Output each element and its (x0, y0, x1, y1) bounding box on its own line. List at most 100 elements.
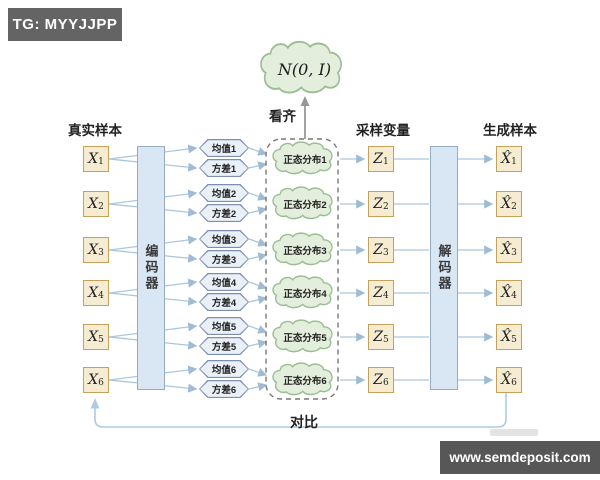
mean-node: 均值3 (199, 230, 249, 248)
mean-label: 均值1 (200, 140, 248, 156)
header-generated-samples: 生成样本 (483, 123, 537, 138)
header-real-samples: 真实样本 (68, 123, 122, 138)
box-label: X̂ (501, 285, 512, 301)
box-sub: 2 (383, 201, 389, 212)
generated-sample-box: X̂4 (496, 280, 522, 306)
generated-sample-box: X̂2 (496, 191, 522, 217)
box-sub: 4 (98, 290, 104, 301)
box-sub: 6 (98, 377, 104, 388)
distribution-label: 正态分布1 (283, 155, 327, 166)
mean-label: 均值2 (200, 185, 248, 201)
variance-label: 方差6 (200, 381, 248, 397)
box-sub: 4 (511, 290, 517, 301)
box-label: Z (373, 242, 383, 258)
normal-distribution-cloud: 正态分布4 (270, 275, 340, 311)
normal-distribution-cloud: 正态分布5 (270, 319, 340, 355)
mean-node: 均值6 (199, 360, 249, 378)
cloud-shape-icon (260, 40, 342, 94)
compare-arrow (90, 390, 507, 428)
box-label: Z (373, 329, 383, 345)
box-label: Z (373, 151, 383, 167)
compare-label: 对比 (290, 414, 318, 430)
box-label: X (88, 285, 99, 301)
box-sub: 3 (383, 247, 389, 258)
prior-distribution-cloud: N(0, I) (257, 40, 352, 98)
mean-label: 均值4 (200, 274, 248, 290)
box-sub: 5 (98, 334, 104, 345)
faint-watermark (490, 429, 538, 436)
box-label: X (88, 196, 99, 212)
box-sub: 2 (511, 201, 517, 212)
distribution-label: 正态分布3 (283, 246, 327, 257)
box-sub: 1 (511, 156, 517, 167)
variance-node: 方差2 (199, 204, 249, 222)
distribution-group-dashed-box (265, 138, 339, 400)
variance-label: 方差2 (200, 205, 248, 221)
box-label: X̂ (501, 242, 512, 258)
generated-sample-box: X̂5 (496, 324, 522, 350)
normal-distribution-cloud: 正态分布6 (270, 362, 340, 398)
mean-label: 均值3 (200, 231, 248, 247)
encoder-block: 编码器 (137, 146, 165, 390)
normal-distribution-cloud: 正态分布1 (270, 141, 340, 177)
box-label: X (88, 151, 99, 167)
header-sampled-variables: 采样变量 (356, 123, 410, 138)
align-label: 看齐 (269, 109, 296, 124)
align-arrow (300, 96, 310, 139)
box-label: Z (373, 372, 383, 388)
box-label: X̂ (501, 151, 512, 167)
box-label: X̂ (501, 329, 512, 345)
website-watermark-badge: www.semdeposit.com (440, 441, 600, 474)
box-label: Z (373, 196, 383, 212)
mean-label: 均值5 (200, 318, 248, 334)
distribution-label: 正态分布6 (283, 376, 327, 387)
box-label: X (88, 242, 99, 258)
box-sub: 5 (511, 334, 517, 345)
generated-sample-box: X̂3 (496, 237, 522, 263)
mean-node: 均值2 (199, 184, 249, 202)
mean-node: 均值1 (199, 139, 249, 157)
box-sub: 6 (383, 377, 389, 388)
box-sub: 3 (98, 247, 104, 258)
box-sub: 3 (511, 247, 517, 258)
variance-node: 方差4 (199, 293, 249, 311)
box-sub: 6 (511, 377, 517, 388)
decoder-block: 解码器 (430, 146, 458, 390)
mean-node: 均值4 (199, 273, 249, 291)
box-label: X̂ (501, 372, 512, 388)
encoder-label: 编码器 (143, 244, 159, 292)
box-sub: 5 (383, 334, 389, 345)
variance-node: 方差6 (199, 380, 249, 398)
box-label: X (88, 372, 99, 388)
variance-label: 方差1 (200, 160, 248, 176)
normal-distribution-cloud: 正态分布2 (270, 186, 340, 222)
variance-label: 方差3 (200, 251, 248, 267)
box-label: X̂ (501, 196, 512, 212)
decoder-label: 解码器 (436, 244, 452, 292)
variance-node: 方差1 (199, 159, 249, 177)
box-sub: 2 (98, 201, 104, 212)
variance-label: 方差5 (200, 338, 248, 354)
mean-node: 均值5 (199, 317, 249, 335)
box-sub: 1 (98, 156, 104, 167)
distribution-label: 正态分布2 (283, 200, 327, 211)
box-label: Z (373, 285, 383, 301)
variance-node: 方差3 (199, 250, 249, 268)
box-sub: 1 (383, 156, 389, 167)
distribution-label: 正态分布4 (283, 289, 327, 300)
generated-sample-box: X̂6 (496, 367, 522, 393)
box-label: X (88, 329, 99, 345)
variance-label: 方差4 (200, 294, 248, 310)
